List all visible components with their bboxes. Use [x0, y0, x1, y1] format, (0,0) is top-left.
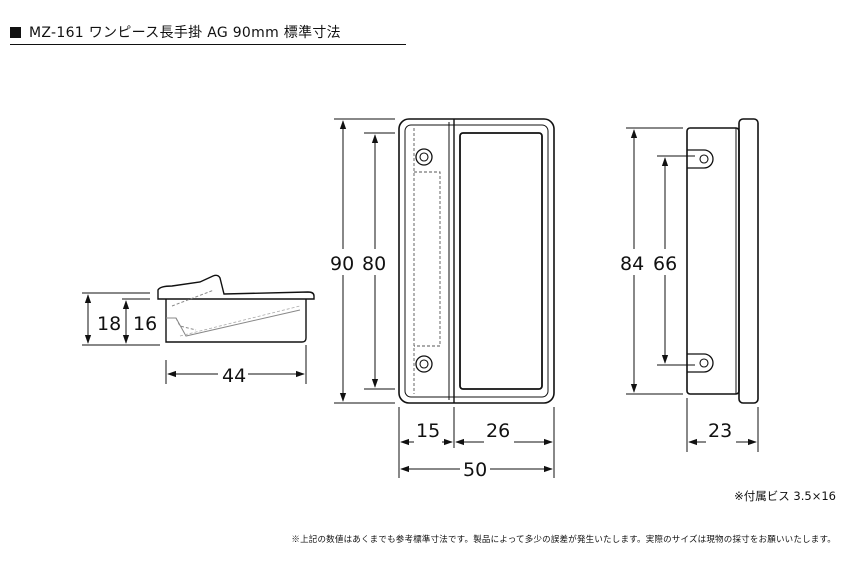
back-view: [686, 118, 759, 404]
dim-side-height-outer: 18: [97, 313, 121, 335]
title-bullet: [10, 26, 21, 38]
dim-back-height-outer: 84: [620, 253, 644, 275]
dim-side-width: 44: [222, 365, 246, 387]
page-title: MZ-161 ワンピース長手掛 AG 90mm 標準寸法: [10, 22, 341, 42]
front-view: [398, 118, 555, 404]
dim-side-height-inner: 16: [133, 313, 157, 335]
dim-front-width-left: 15: [416, 420, 440, 442]
dim-front-width-right: 26: [486, 420, 510, 442]
title-underline: [10, 44, 406, 45]
dim-front-height-outer: 90: [330, 253, 354, 275]
dim-back-width: 23: [708, 420, 732, 442]
screw-note: ※付属ビス 3.5×16: [734, 489, 836, 503]
side-view: [157, 274, 315, 343]
front-dimension-lines: [334, 118, 555, 478]
footer-disclaimer: ※上記の数値はあくまでも参考標準寸法です。製品によって多少の誤差が発生いたします…: [291, 535, 836, 545]
title-text: MZ-161 ワンピース長手掛 AG 90mm 標準寸法: [29, 25, 341, 41]
side-dimension-lines: [82, 292, 307, 384]
dim-front-width-total: 50: [463, 459, 487, 481]
dim-front-height-inner: 80: [362, 253, 386, 275]
dim-back-height-inner: 66: [653, 253, 677, 275]
